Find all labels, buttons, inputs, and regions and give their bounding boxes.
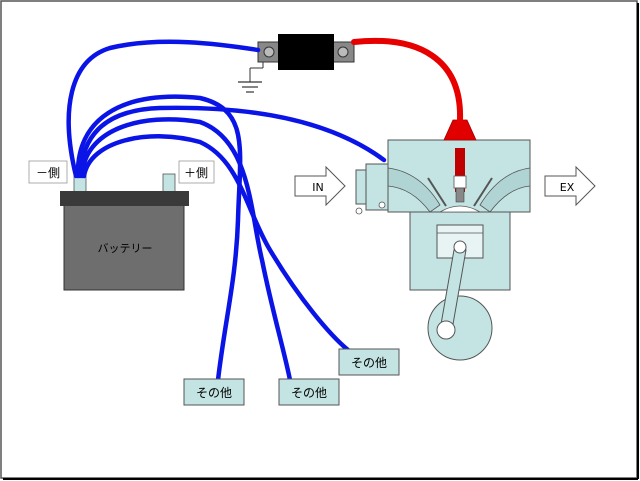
- positive-terminal-tag: ＋側: [178, 160, 215, 184]
- ground-wires: [66, 39, 387, 383]
- wire-to-engine: [77, 105, 387, 179]
- battery-body: [63, 204, 185, 291]
- intake-label: IN: [312, 181, 323, 194]
- negative-terminal-tag: －側: [28, 160, 68, 184]
- battery-positive-post: [162, 173, 176, 193]
- high-tension-lead: [351, 37, 464, 123]
- other-label-1: その他: [196, 386, 232, 400]
- piston-pin: [453, 240, 467, 254]
- negative-terminal-label: －側: [36, 166, 60, 180]
- exhaust-arrow: EX: [544, 165, 596, 207]
- throttle-flange: [355, 169, 367, 205]
- other-box-1: その他: [183, 378, 245, 406]
- other-box-3: その他: [338, 348, 400, 376]
- coil-body: [278, 34, 334, 70]
- combustion-chamber: [438, 205, 482, 213]
- wire-to-other-2: [79, 117, 293, 383]
- intake-valve: [427, 177, 447, 207]
- wire-to-other-3: [81, 134, 351, 353]
- battery-label: バッテリー: [98, 242, 153, 255]
- spark-plug-insulator: [453, 175, 467, 189]
- positive-terminal-label: ＋側: [184, 166, 208, 180]
- battery: バッテリー: [60, 173, 189, 291]
- exhaust-label: EX: [560, 181, 575, 194]
- exhaust-port: [479, 167, 531, 213]
- other-label-2: その他: [291, 386, 327, 400]
- spark-plug-body: [455, 148, 465, 192]
- other-box-3-rect: [338, 348, 400, 376]
- throttle-bolt: [355, 207, 363, 215]
- wire-to-coil: [66, 39, 261, 179]
- intake-port: [387, 167, 441, 213]
- coil-screw-right: [337, 46, 349, 58]
- crank-pin: [436, 320, 456, 340]
- throttle-sensor: [378, 201, 386, 209]
- other-box-2-rect: [278, 378, 340, 406]
- other-box-1-rect: [183, 378, 245, 406]
- other-label-3: その他: [351, 356, 387, 370]
- wire-to-other-1: [75, 94, 243, 383]
- other-box-2: その他: [278, 378, 340, 406]
- battery-negative-post: [73, 175, 87, 193]
- battery-lid: [60, 191, 189, 206]
- ignition-coil: [238, 34, 355, 93]
- exhaust-arrow-shape: [544, 165, 596, 207]
- exhaust-valve: [473, 177, 493, 207]
- intake-arrow-shape: [294, 165, 346, 207]
- positive-tag-box: [178, 160, 215, 184]
- spark-plug-tip: [455, 187, 465, 203]
- engine: [355, 119, 531, 361]
- negative-tag-box: [28, 160, 68, 184]
- coil-screw-left: [263, 46, 275, 58]
- intake-arrow: IN: [294, 165, 346, 207]
